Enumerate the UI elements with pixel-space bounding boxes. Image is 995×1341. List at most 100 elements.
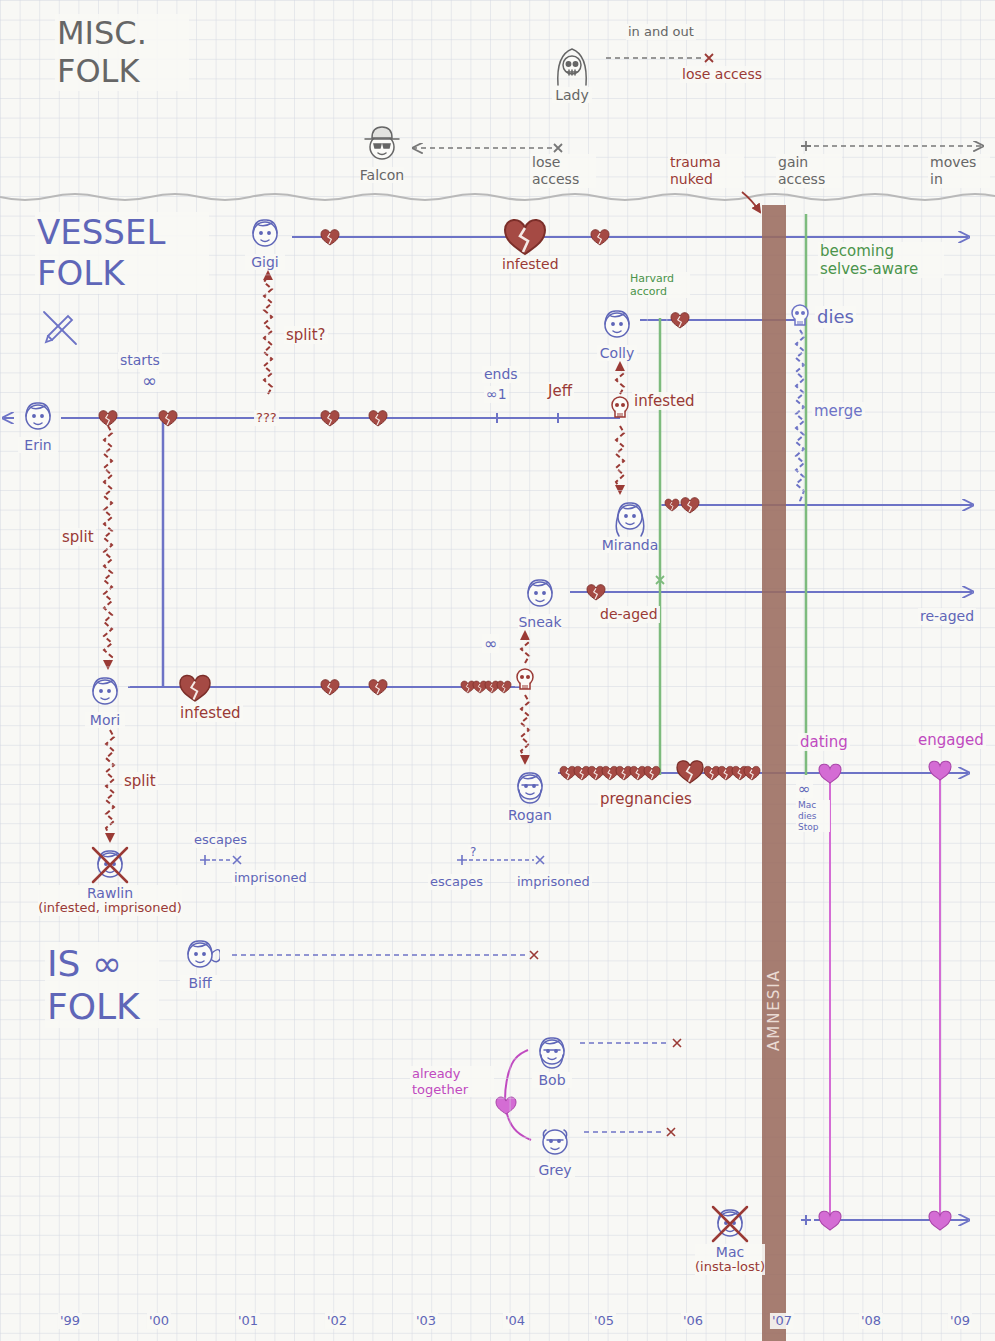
character: Erin <box>16 395 60 453</box>
escape-lines <box>200 855 210 865</box>
hair <box>518 773 542 786</box>
heart-markers <box>677 761 703 783</box>
heart-markers <box>497 681 511 693</box>
character: Grey <box>533 1120 577 1178</box>
mouth <box>613 331 621 333</box>
timeline-note: in and out <box>626 24 696 40</box>
heart-markers <box>671 313 689 328</box>
eye <box>620 323 622 325</box>
section-heading: VESSEL FOLK <box>35 212 209 294</box>
eye <box>260 232 262 234</box>
mouth <box>101 698 109 700</box>
year-tick: '01 <box>236 1313 260 1329</box>
skull-markers <box>792 305 808 325</box>
heart-markers <box>929 761 951 780</box>
character-name: Rawlin <box>38 885 182 901</box>
wing <box>212 950 220 962</box>
hair <box>540 1038 564 1051</box>
cross-out <box>713 1207 747 1241</box>
mouth <box>526 793 534 795</box>
pencil-icon <box>46 336 52 342</box>
timeline-link <box>61 417 620 419</box>
heart-markers <box>99 220 951 1230</box>
hood <box>558 49 586 85</box>
timeline-note: gain access <box>776 154 842 188</box>
timeline-note: engaged <box>916 731 986 749</box>
timeline <box>4 237 972 1225</box>
hair <box>543 1130 566 1138</box>
hair <box>528 580 552 593</box>
teeth <box>567 70 577 75</box>
timeline-note: pregnancies <box>598 790 694 808</box>
beard <box>519 790 541 803</box>
heart-markers <box>99 411 117 426</box>
character-name: Miranda <box>602 537 659 553</box>
escape-lines <box>530 951 538 959</box>
eye <box>535 592 537 594</box>
eye <box>100 690 102 692</box>
accord-line <box>656 576 664 584</box>
mouth <box>726 1230 734 1232</box>
timeline-note: de-aged <box>598 606 660 623</box>
accord-line <box>659 318 662 775</box>
character: Bob <box>530 1030 574 1088</box>
edge-label: split <box>122 772 158 790</box>
character-name: Falcon <box>360 167 404 183</box>
heart-markers <box>819 1211 841 1230</box>
timeline-note: infested <box>500 256 561 273</box>
timeline-note: infested <box>632 392 697 410</box>
portrait <box>180 933 220 975</box>
skull-markers <box>517 669 533 689</box>
escape-lines <box>457 855 467 865</box>
heart-markers <box>159 411 177 426</box>
escape-lines <box>536 856 544 864</box>
heart-markers <box>473 681 487 693</box>
heart-markers <box>591 230 609 245</box>
eye <box>268 232 270 234</box>
character-name: Colly <box>597 345 637 361</box>
year-tick: '09 <box>948 1313 972 1329</box>
year-tick: '99 <box>58 1313 82 1329</box>
section-heading: MISC. FOLK <box>55 14 189 91</box>
timeline-note: trauma nuked <box>668 154 744 188</box>
escape-lines <box>200 855 681 1136</box>
access-lines <box>414 147 552 149</box>
heart-markers <box>819 764 841 783</box>
heart-markers <box>560 766 576 780</box>
eye <box>33 415 35 417</box>
mouth <box>34 423 42 425</box>
heart-markers <box>588 766 604 780</box>
timeline-note: ∞ <box>140 370 159 392</box>
timeline-note: Harvard accord <box>628 272 690 298</box>
character: Sneak <box>516 572 563 630</box>
access-lines <box>801 141 811 151</box>
access-lines <box>606 57 702 59</box>
character: Rogan <box>506 765 554 823</box>
portrait <box>90 843 130 885</box>
character-name: Gigi <box>245 254 285 270</box>
access-lines <box>814 145 982 147</box>
escape-lines <box>580 1042 670 1044</box>
escape-lines <box>584 1131 665 1133</box>
timeline-note: ∞ <box>796 780 813 798</box>
character: Gigi <box>243 212 287 270</box>
heart-markers <box>602 766 618 780</box>
access-lines <box>554 144 562 152</box>
skull-markers <box>612 397 628 417</box>
portrait <box>597 303 637 345</box>
timeline-note: escapes <box>192 832 249 848</box>
timeline-note: ??? <box>254 410 279 426</box>
eye <box>108 690 110 692</box>
character-name: Lady <box>552 87 592 103</box>
portrait-lines <box>558 49 586 85</box>
heart-markers <box>616 766 632 780</box>
eye <box>203 953 205 955</box>
mouth <box>551 1148 559 1150</box>
heart-markers <box>485 681 499 693</box>
timeline-note: escapes <box>428 874 485 890</box>
timeline-note: ends <box>482 366 520 383</box>
year-tick: '04 <box>503 1313 527 1329</box>
portrait-lines <box>616 503 644 536</box>
timeline-note: Jeff <box>546 382 574 400</box>
mouth <box>548 1058 556 1060</box>
